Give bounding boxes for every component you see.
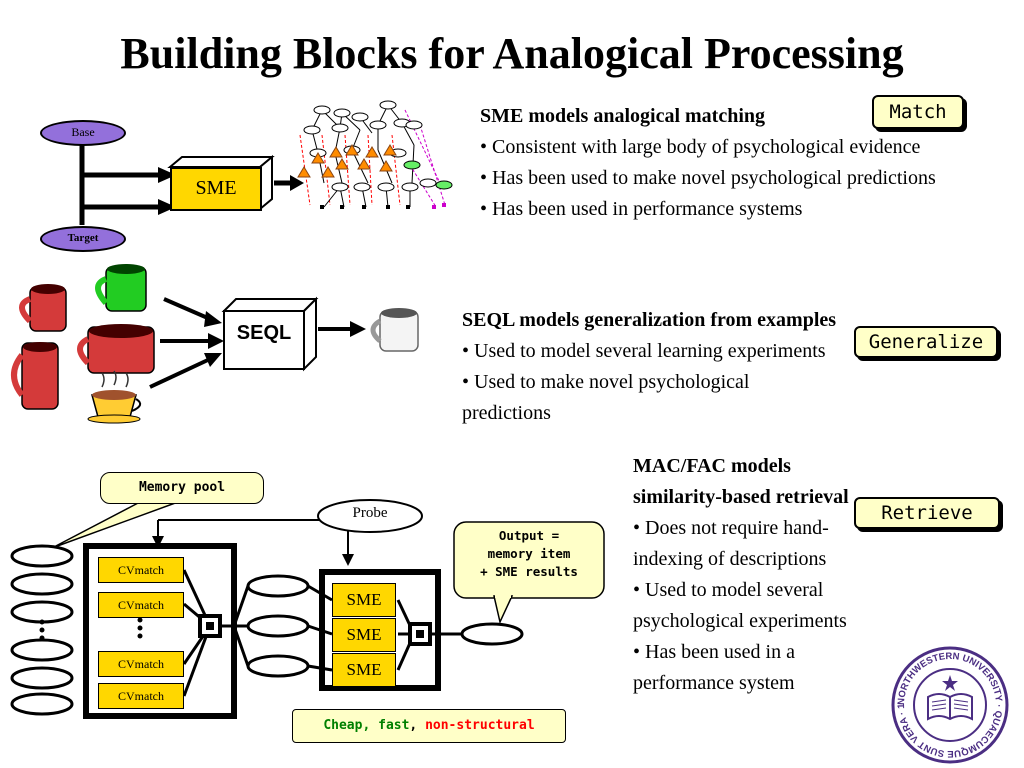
seql-bullet: • Used to model several learning experim… xyxy=(462,340,826,362)
output-line-3: + SME results xyxy=(480,564,578,579)
retrieve-badge: Retrieve xyxy=(854,497,1000,529)
base-node: Base xyxy=(40,120,126,146)
red-pot-icon xyxy=(77,324,155,374)
cvmatch-box: CVmatch xyxy=(98,592,184,618)
output-callout-text: Output = memory item + SME results xyxy=(454,527,604,581)
page-title: Building Blocks for Analogical Processin… xyxy=(120,29,904,78)
fac-sme-box: SME xyxy=(332,618,396,652)
seql-diagram xyxy=(11,264,419,424)
macfac-heading: MAC/FAC models similarity-based retrieva… xyxy=(633,455,849,508)
sme-bullet: • Has been used in performance systems xyxy=(480,198,803,220)
cvmatch-box: CVmatch xyxy=(98,557,184,583)
cvmatch-box: CVmatch xyxy=(98,651,184,677)
footer-separator: , xyxy=(409,718,426,733)
generalize-badge: Generalize xyxy=(854,326,998,358)
university-seal-icon: NORTHWESTERN UNIVERSITY · QUAECUMQUE SUN… xyxy=(890,645,1009,764)
macfac-bullet: • Does not require hand-indexing of desc… xyxy=(633,517,829,570)
sme-box: SME xyxy=(170,167,262,211)
macfac-diagram xyxy=(10,499,605,719)
target-label: Target xyxy=(67,232,99,244)
sme-bullet: • Consistent with large body of psycholo… xyxy=(480,136,921,158)
seql-bullet: • Used to make novel psychological predi… xyxy=(462,371,750,424)
probe-label: Probe xyxy=(352,505,388,521)
seql-description: SEQL models generalization from examples… xyxy=(462,305,932,429)
seql-heading: SEQL models generalization from examples xyxy=(462,309,837,331)
cost-callout: Cheap, fast, non-structural xyxy=(292,709,566,743)
fac-sme-box: SME xyxy=(332,653,396,687)
sme-heading: SME models analogical matching xyxy=(480,105,766,127)
sme-bullet: • Has been used to make novel psychologi… xyxy=(480,167,936,189)
base-label: Base xyxy=(71,125,95,139)
memory-pool-label: Memory pool xyxy=(138,480,226,495)
generalized-mug-icon xyxy=(370,308,419,352)
memory-pool-callout: Memory pool xyxy=(100,472,264,504)
cheap-fast-text: Cheap, fast xyxy=(323,718,410,733)
sme-box-label: SME xyxy=(195,177,237,199)
macfac-bullet: • Has been used in a performance system xyxy=(633,641,795,694)
macfac-bullet: • Used to model several psychological ex… xyxy=(633,579,847,632)
fac-sme-box: SME xyxy=(332,583,396,617)
tall-red-mug-icon xyxy=(11,342,59,410)
sme-description: SME models analogical matching • Consist… xyxy=(480,101,960,225)
red-mug-icon xyxy=(19,284,67,332)
match-badge: Match xyxy=(872,95,964,129)
target-node: Target xyxy=(40,226,126,252)
teacup-icon xyxy=(87,370,142,424)
non-structural-text: non-structural xyxy=(425,718,535,733)
output-line-1: Output = xyxy=(498,528,560,543)
output-line-2: memory item xyxy=(487,546,571,561)
macfac-description: MAC/FAC models similarity-based retrieva… xyxy=(633,451,888,699)
seql-box-label: SEQL xyxy=(236,322,292,344)
green-mug-icon xyxy=(95,264,147,312)
cvmatch-box: CVmatch xyxy=(98,683,184,709)
